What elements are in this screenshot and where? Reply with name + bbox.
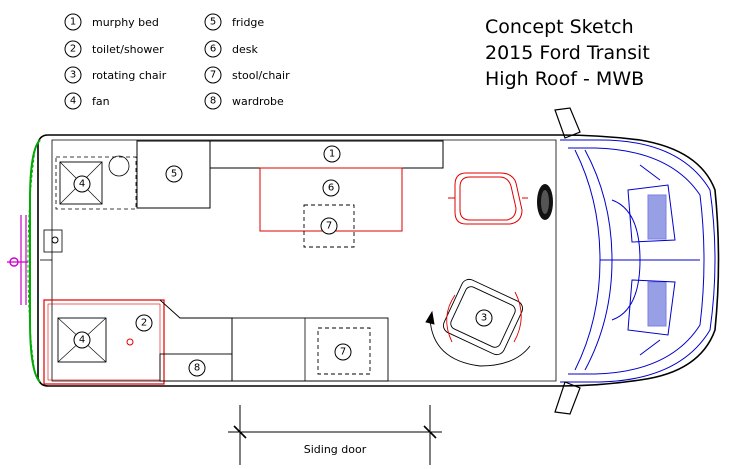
callout-1: 1 [323, 145, 341, 163]
title-line-2: 2015 Ford Transit [485, 42, 650, 64]
callout-7-lower: 7 [334, 343, 352, 361]
callout-7-upper: 7 [320, 217, 338, 235]
svg-text:2: 2 [70, 44, 76, 55]
svg-text:wardrobe: wardrobe [232, 95, 284, 108]
callout-3: 3 [475, 309, 493, 327]
svg-text:8: 8 [194, 363, 200, 374]
svg-text:5: 5 [171, 169, 177, 180]
door-label: Siding door [304, 443, 367, 456]
shower-drain [126, 338, 134, 346]
fan-top-box [59, 161, 103, 205]
tow-hitch [7, 215, 28, 305]
sink [43, 229, 63, 253]
storage-cabinet [55, 156, 137, 210]
svg-text:7: 7 [340, 347, 346, 358]
mirror-top [554, 107, 581, 139]
svg-text:7: 7 [326, 221, 332, 232]
van-inner-wall [51, 139, 557, 382]
stool-upper [303, 204, 355, 248]
svg-text:1: 1 [70, 17, 76, 28]
legend-item-4: 4 fan [64, 92, 110, 110]
callout-6: 6 [322, 179, 340, 197]
legend-item-6: 6 desk [204, 40, 258, 58]
fridge-box [136, 140, 211, 209]
callout-4-top: 4 [73, 175, 91, 193]
svg-text:4: 4 [79, 335, 85, 346]
svg-text:fridge: fridge [232, 16, 264, 29]
legend-item-2: 2 toilet/shower [64, 40, 164, 58]
title-line-1: Concept Sketch [485, 16, 634, 38]
svg-text:rotating chair: rotating chair [92, 69, 167, 82]
title-line-3: High Roof - MWB [485, 68, 644, 90]
svg-text:3: 3 [481, 313, 487, 324]
svg-text:7: 7 [210, 70, 216, 81]
legend-item-3: 3 rotating chair [64, 66, 167, 84]
callout-8: 8 [188, 359, 206, 377]
callout-4-bottom: 4 [73, 331, 91, 349]
svg-text:8: 8 [210, 96, 216, 107]
svg-text:1: 1 [329, 149, 335, 160]
bathroom-enclosure [43, 299, 165, 385]
svg-text:6: 6 [210, 44, 216, 55]
callout-2: 2 [135, 314, 153, 332]
callout-5: 5 [165, 165, 183, 183]
lower-bench [231, 317, 389, 382]
rotating-chair [425, 278, 531, 367]
svg-text:fan: fan [92, 95, 110, 108]
fan-bottom-box [57, 317, 107, 363]
cab [560, 139, 716, 383]
svg-text:stool/chair: stool/chair [232, 69, 290, 82]
passenger-seat [448, 172, 528, 225]
svg-text:5: 5 [210, 17, 216, 28]
water-tank [108, 155, 130, 177]
svg-text:6: 6 [328, 183, 334, 194]
svg-text:4: 4 [70, 96, 76, 107]
door-dimension [228, 405, 442, 465]
steering-column [537, 184, 553, 220]
svg-text:desk: desk [232, 43, 258, 56]
legend-item-1: 1 murphy bed [64, 13, 159, 31]
mirror-bottom [554, 381, 581, 415]
legend-item-5: 5 fridge [204, 13, 264, 31]
svg-text:4: 4 [79, 179, 85, 190]
svg-text:toilet/shower: toilet/shower [92, 43, 164, 56]
svg-text:murphy bed: murphy bed [92, 16, 159, 29]
svg-text:2: 2 [141, 318, 147, 329]
legend-item-7: 7 stool/chair [204, 66, 290, 84]
svg-text:3: 3 [70, 70, 76, 81]
legend-item-8: 8 wardrobe [204, 92, 284, 110]
